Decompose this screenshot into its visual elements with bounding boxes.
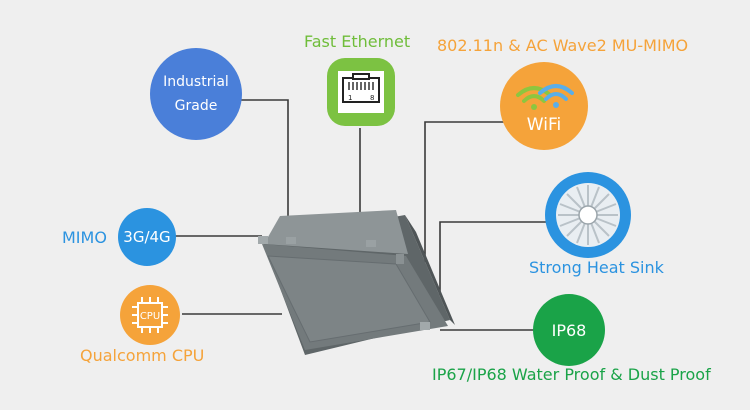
cpu-circle: CPU <box>120 285 180 345</box>
wifi-circle: WiFi <box>500 62 588 150</box>
ip68-label: IP67/IP68 Water Proof & Dust Proof <box>432 365 711 384</box>
industrial-grade-circle: Industrial Grade <box>150 48 242 140</box>
line-industrial <box>235 99 289 222</box>
wifi-signal-icon <box>516 84 574 110</box>
ip68-circle: IP68 <box>533 294 605 366</box>
cpu-chip-text: CPU <box>140 311 160 322</box>
wifi-badge: WiFi <box>526 115 562 135</box>
device-enclosure <box>258 210 455 355</box>
heat-sink-circle <box>545 172 631 258</box>
heat-sink-icon <box>556 183 620 247</box>
mimo-badge: 3G/4G <box>123 228 171 246</box>
ethernet-pin-1: 1 <box>348 94 352 102</box>
heat-sink-label: Strong Heat Sink <box>529 258 664 277</box>
industrial-grade-line1: Industrial <box>163 74 229 90</box>
mimo-3g4g-circle: 3G/4G <box>118 208 176 266</box>
ip68-badge: IP68 <box>551 320 587 340</box>
mimo-label: MIMO <box>62 228 107 247</box>
cpu-chip-icon: CPU <box>132 297 168 333</box>
industrial-grade-line2: Grade <box>174 98 218 114</box>
fast-ethernet-circle: 1 8 <box>327 58 395 126</box>
line-wifi <box>424 121 505 262</box>
ethernet-port-icon: 1 8 <box>338 71 384 113</box>
cpu-label: Qualcomm CPU <box>80 346 205 365</box>
wifi-label: 802.11n & AC Wave2 MU-MIMO <box>437 36 689 55</box>
fast-ethernet-label: Fast Ethernet <box>304 32 411 51</box>
line-heatsink <box>439 221 548 295</box>
ethernet-pin-8: 8 <box>370 94 374 102</box>
